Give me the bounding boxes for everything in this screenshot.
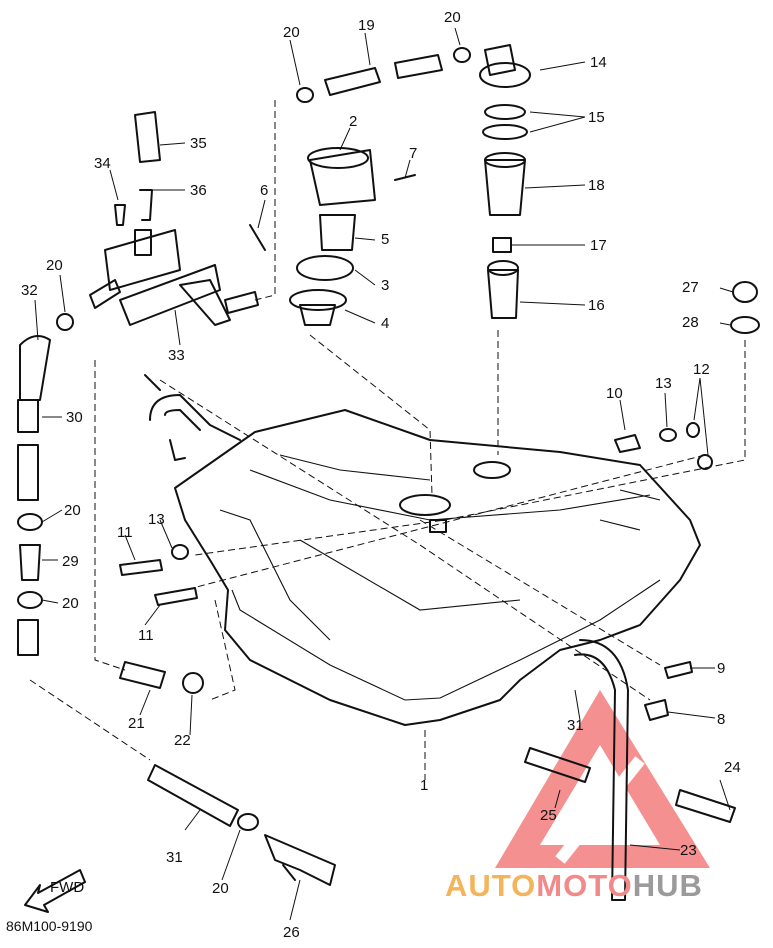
callout-4: 4 [381, 315, 389, 332]
callout-labels: 20 19 20 14 15 18 17 16 2 7 6 5 3 4 35 3… [21, 9, 741, 941]
part-35-36 [114, 111, 161, 226]
callout-20: 20 [62, 595, 79, 612]
callout-21: 21 [128, 715, 145, 732]
callout-22: 22 [174, 732, 191, 749]
nut-washer-26-27 [730, 281, 760, 334]
diagram-code: 86M100-9190 [6, 918, 93, 934]
callout-2: 2 [349, 113, 357, 130]
callout-9: 9 [717, 660, 725, 677]
callout-5: 5 [381, 231, 389, 248]
callout-13: 13 [148, 511, 165, 528]
watermark-hub: HUB [632, 868, 703, 903]
filler-cap-parts [249, 147, 416, 326]
callout-23: 23 [680, 842, 697, 859]
fuel-tank [174, 409, 701, 726]
watermark-moto: MOTO [536, 868, 633, 903]
long-hose-23 [574, 639, 629, 901]
callout-11: 11 [117, 524, 133, 541]
callout-19: 19 [358, 17, 375, 34]
callout-11: 11 [138, 627, 154, 644]
callout-25: 25 [540, 807, 557, 824]
callout-15: 15 [588, 109, 605, 126]
callout-20: 20 [46, 257, 63, 274]
callout-17: 17 [590, 237, 607, 254]
bolts-24-25 [524, 747, 736, 823]
callout-33: 33 [168, 347, 185, 364]
callout-36: 36 [190, 182, 207, 199]
callout-34: 34 [94, 155, 111, 172]
callout-30: 26 [283, 924, 300, 941]
watermark-logo-icon [495, 690, 710, 868]
callout-31: 31 [166, 849, 183, 866]
callout-18: 18 [588, 177, 605, 194]
callout-35: 35 [190, 135, 207, 152]
callout-20: 20 [444, 9, 461, 26]
fwd-arrow-icon: FWD [24, 869, 86, 913]
callout-28: 29 [62, 553, 79, 570]
watermark-auto: AUTO [445, 868, 537, 903]
clip-20-top [296, 47, 471, 103]
callout-8: 8 [717, 711, 725, 728]
fwd-label: FWD [50, 879, 84, 896]
lower-hoses [119, 661, 336, 886]
callout-7: 7 [409, 145, 417, 162]
callout-3: 3 [381, 277, 389, 294]
callout-27: 28 [682, 314, 699, 331]
callout-1: 1 [420, 777, 428, 794]
small-hardware [119, 422, 713, 721]
callout-10: 10 [606, 385, 623, 402]
callout-20: 20 [283, 24, 300, 41]
callout-32: 32 [21, 282, 38, 299]
hose-19 [324, 54, 443, 96]
fuel-cock-33 [89, 229, 259, 326]
callout-12: 12 [693, 361, 710, 378]
callout-leaders [34, 27, 734, 921]
callout-24: 24 [724, 759, 741, 776]
callout-20: 20 [212, 880, 229, 897]
fuel-filter-assembly [479, 44, 531, 319]
callout-26: 27 [682, 279, 699, 296]
callout-6: 6 [260, 182, 268, 199]
breather-hose [144, 374, 241, 461]
leader-lines [29, 100, 746, 780]
callout-14: 14 [590, 54, 607, 71]
callout-16: 16 [588, 297, 605, 314]
watermark-text: AUTOMOTOHUB [445, 868, 703, 904]
callout-29: 30 [66, 409, 83, 426]
callout-31: 31 [567, 717, 584, 734]
callout-13: 13 [655, 375, 672, 392]
callout-20: 20 [64, 502, 81, 519]
